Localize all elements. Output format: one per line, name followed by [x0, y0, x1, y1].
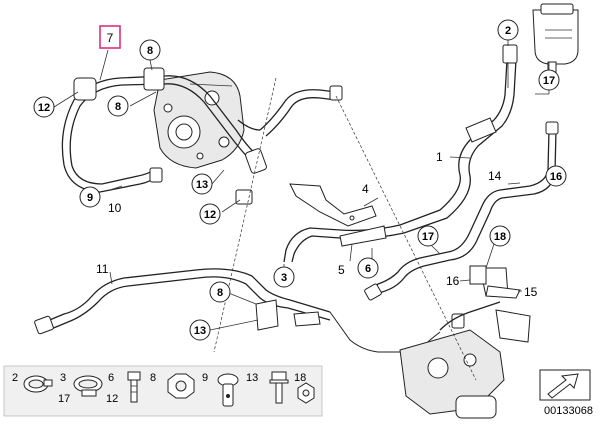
callout-label-2: 2 [505, 25, 511, 37]
hose-assembly-7 [61, 67, 267, 205]
legend-item-3-17[interactable]: 3 17 [58, 372, 103, 405]
legend-number: 13 [246, 372, 258, 384]
callout-1[interactable]: 1 [436, 150, 443, 164]
clip-nut-icon [297, 382, 315, 404]
bracket-4 [289, 183, 387, 247]
callout-8-mid[interactable]: 8 [107, 95, 129, 117]
callout-4[interactable]: 4 [362, 182, 369, 196]
callout-label-13: 13 [196, 179, 208, 191]
legend-number: 8 [150, 372, 156, 384]
callout-9[interactable]: 9 [79, 186, 101, 208]
fluid-reservoir [532, 3, 579, 77]
callout-17-top[interactable]: 17 [538, 69, 560, 91]
legend-number: 18 [294, 372, 306, 384]
legend-item-13[interactable]: 13 [246, 371, 289, 404]
callout-label-8: 8 [217, 287, 223, 299]
legend-number: 3 [60, 372, 66, 384]
legend-number: 12 [106, 393, 118, 405]
callout-label-7: 7 [107, 31, 114, 45]
callout-label-8: 8 [147, 45, 153, 57]
hardware-legend: 2 3 17 6 12 [3, 365, 323, 417]
callout-15[interactable]: 15 [524, 285, 538, 299]
callout-16[interactable]: 16 [446, 274, 460, 288]
callout-14[interactable]: 14 [488, 169, 502, 183]
legend-item-8[interactable]: 8 [150, 372, 195, 399]
hex-nut-icon [167, 373, 195, 399]
callout-12-mid[interactable]: 12 [199, 203, 221, 225]
callout-label-9: 9 [87, 192, 93, 204]
callout-8-top[interactable]: 8 [139, 39, 161, 61]
band-clamp-icon [73, 375, 103, 397]
callout-3[interactable]: 3 [273, 266, 295, 288]
callout-2[interactable]: 2 [497, 19, 519, 41]
callout-6[interactable]: 6 [357, 257, 379, 279]
callout-13-top[interactable]: 13 [191, 173, 213, 195]
callout-label-13: 13 [194, 325, 206, 337]
hose-upper-3 [237, 85, 343, 137]
diagram-number: 00133068 [544, 405, 593, 417]
callout-label-6: 6 [365, 263, 371, 275]
power-steering-pump [153, 71, 245, 169]
callout-7[interactable]: 7 [99, 25, 121, 49]
callout-11[interactable]: 11 [96, 262, 109, 276]
bracket-lower [255, 299, 321, 331]
callout-10[interactable]: 10 [108, 201, 122, 215]
legend-item-18[interactable]: 18 [294, 372, 315, 404]
leader-lines [53, 40, 550, 381]
banjo-bolt-icon [217, 373, 239, 407]
callout-12-left[interactable]: 12 [33, 96, 55, 118]
callout-17-mid[interactable]: 17 [417, 225, 439, 247]
callout-13-bottom[interactable]: 13 [189, 319, 211, 341]
hose-11 [34, 268, 331, 335]
callout-label-16: 16 [550, 171, 562, 183]
callout-16-right[interactable]: 16 [545, 165, 567, 187]
pressure-hose-1 [283, 44, 518, 263]
legend-number: 9 [202, 372, 208, 384]
callout-18[interactable]: 18 [489, 225, 511, 247]
view-direction-box [539, 369, 591, 401]
legend-number: 17 [58, 393, 70, 405]
callout-8-bottom[interactable]: 8 [209, 281, 231, 303]
legend-number: 2 [12, 372, 18, 384]
callout-label-18: 18 [494, 231, 506, 243]
callout-label-17: 17 [422, 231, 434, 243]
callout-5[interactable]: 5 [338, 263, 345, 277]
legend-item-6-12[interactable]: 6 12 [106, 371, 141, 405]
arrow-icon [547, 373, 579, 399]
legend-number: 6 [108, 372, 114, 384]
callout-label-8: 8 [115, 101, 121, 113]
flange-bolt-icon [269, 371, 289, 404]
bolt-icon [127, 371, 141, 403]
callout-label-17: 17 [543, 75, 555, 87]
legend-item-9[interactable]: 9 [202, 372, 239, 407]
hose-clip-15 [469, 265, 521, 299]
steering-gear [329, 301, 531, 419]
legend-item-2[interactable]: 2 [12, 372, 53, 393]
return-hose-14 [364, 121, 559, 301]
hose-clamp-icon [23, 375, 53, 393]
callout-label-12: 12 [38, 102, 50, 114]
callout-label-12: 12 [204, 209, 216, 221]
callout-label-3: 3 [281, 272, 287, 284]
